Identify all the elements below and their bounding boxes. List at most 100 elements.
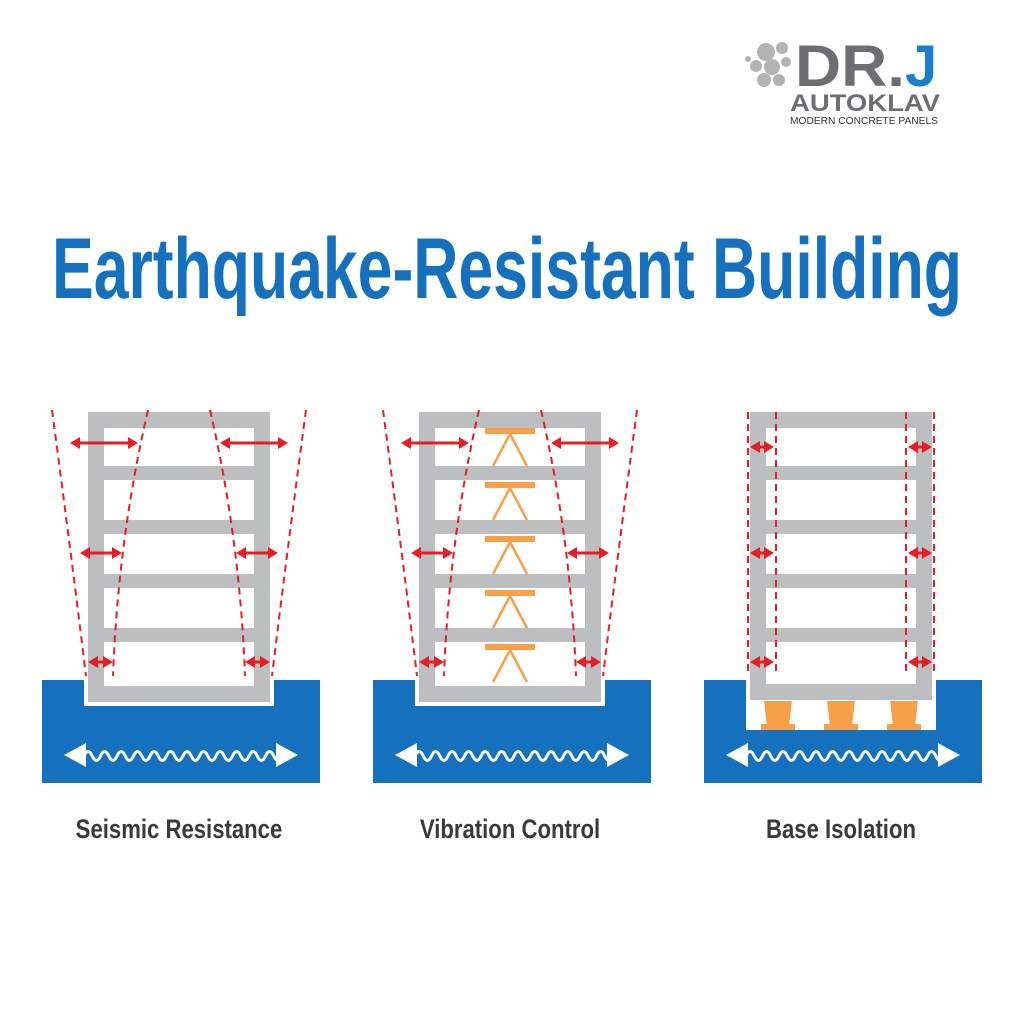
roof-beam — [750, 412, 932, 428]
displacement-arrow — [419, 656, 444, 668]
arrow-head-left — [750, 656, 760, 668]
brace-left — [491, 541, 512, 575]
arrow-head-left — [908, 656, 918, 668]
concrete-bubbles-icon — [745, 42, 791, 87]
deflection-line — [602, 409, 638, 677]
arrow-head-left — [908, 547, 918, 559]
brace-left — [491, 649, 512, 683]
brace-left — [491, 595, 512, 629]
displacement-arrow — [750, 656, 774, 668]
base-beam — [419, 686, 601, 702]
wave-line — [413, 750, 615, 762]
displacement-arrow — [236, 547, 278, 559]
arrow-head-left — [411, 547, 421, 559]
floor-beam — [88, 466, 270, 480]
damper — [485, 428, 535, 467]
floor-beam — [750, 466, 932, 480]
roof-beam — [419, 412, 601, 428]
deflection-line — [51, 409, 87, 677]
damper-plate — [485, 428, 535, 434]
displacement-arrow — [908, 441, 932, 453]
arrow-head-right — [922, 656, 932, 668]
arrow-head-left — [88, 656, 98, 668]
arrow-head-left — [908, 441, 918, 453]
arrow-head-right — [607, 743, 629, 767]
floor-beam — [750, 628, 932, 642]
arrow-head-left — [64, 743, 86, 767]
arrow-head-left — [576, 656, 586, 668]
brace-right — [508, 487, 529, 521]
damper — [485, 590, 535, 629]
brace-right — [508, 595, 529, 629]
displacement-arrow — [411, 547, 453, 559]
arrow-head-left — [401, 437, 411, 449]
arrow-head-left — [726, 743, 748, 767]
building-frame — [419, 412, 601, 702]
arrow-head-right — [112, 547, 122, 559]
isolator-bearing — [827, 701, 855, 726]
logo-tagline: MODERN CONCRETE PANELS — [790, 116, 938, 127]
panel-label: Vibration Control — [420, 815, 600, 845]
brace-left — [491, 487, 512, 521]
base-beam — [750, 684, 932, 700]
displacement-arrow — [567, 547, 609, 559]
arrow-head-right — [278, 437, 288, 449]
deflection-line — [443, 409, 480, 677]
floor-beam — [750, 520, 932, 534]
displacement-arrow — [220, 437, 288, 449]
arrow-head-right — [459, 437, 469, 449]
arrow-head-right — [764, 547, 774, 559]
displacement-arrow — [908, 656, 932, 668]
arrow-head-right — [103, 656, 113, 668]
panel-isolation: Base Isolation — [704, 412, 982, 845]
floor-beam — [750, 574, 932, 588]
arrow-head-right — [599, 547, 609, 559]
ground-motion-arrow — [64, 743, 298, 767]
damper — [485, 482, 535, 521]
displacement-arrow — [245, 656, 270, 668]
logo-j: J — [905, 34, 937, 99]
panel-label: Base Isolation — [766, 815, 916, 845]
panel-damper: Vibration Control — [373, 409, 651, 845]
arrow-head-left — [551, 437, 561, 449]
displacement-arrow — [750, 547, 774, 559]
isolator-bearing — [890, 701, 918, 726]
displacement-arrow — [576, 656, 601, 668]
ground-motion-arrow — [726, 743, 960, 767]
damper-plate — [485, 644, 535, 650]
floor-beam — [419, 466, 601, 480]
arrow-head-right — [268, 547, 278, 559]
arrow-head-right — [276, 743, 298, 767]
damper — [485, 536, 535, 575]
logo-brand: AUTOKLAV — [790, 90, 940, 117]
displacement-arrow — [908, 547, 932, 559]
arrow-head-right — [764, 656, 774, 668]
building-frame — [88, 412, 270, 702]
damper-plate — [485, 482, 535, 488]
displacement-arrow — [551, 437, 619, 449]
brace-right — [508, 649, 529, 683]
base-isolator — [824, 701, 858, 730]
building-frame — [750, 412, 932, 700]
logo: DR. J AUTOKLAV MODERN CONCRETE PANELS — [745, 34, 940, 127]
base-beam — [88, 686, 270, 702]
damper-plate — [485, 590, 535, 596]
isolator-base — [761, 724, 795, 730]
isolator-base — [887, 724, 921, 730]
displacement-arrow — [750, 441, 774, 453]
deflection-line — [271, 409, 307, 677]
damper — [485, 644, 535, 683]
panel-seismic: Seismic Resistance — [42, 409, 320, 845]
floor-beam — [88, 628, 270, 642]
arrow-head-right — [591, 656, 601, 668]
arrow-head-right — [260, 656, 270, 668]
arrow-head-left — [419, 656, 429, 668]
displacement-arrow — [80, 547, 122, 559]
arrow-head-left — [80, 547, 90, 559]
deflection-line — [112, 409, 149, 677]
base-isolator — [887, 701, 921, 730]
arrow-head-right — [922, 441, 932, 453]
base-isolator — [761, 701, 795, 730]
floor-beam — [88, 520, 270, 534]
